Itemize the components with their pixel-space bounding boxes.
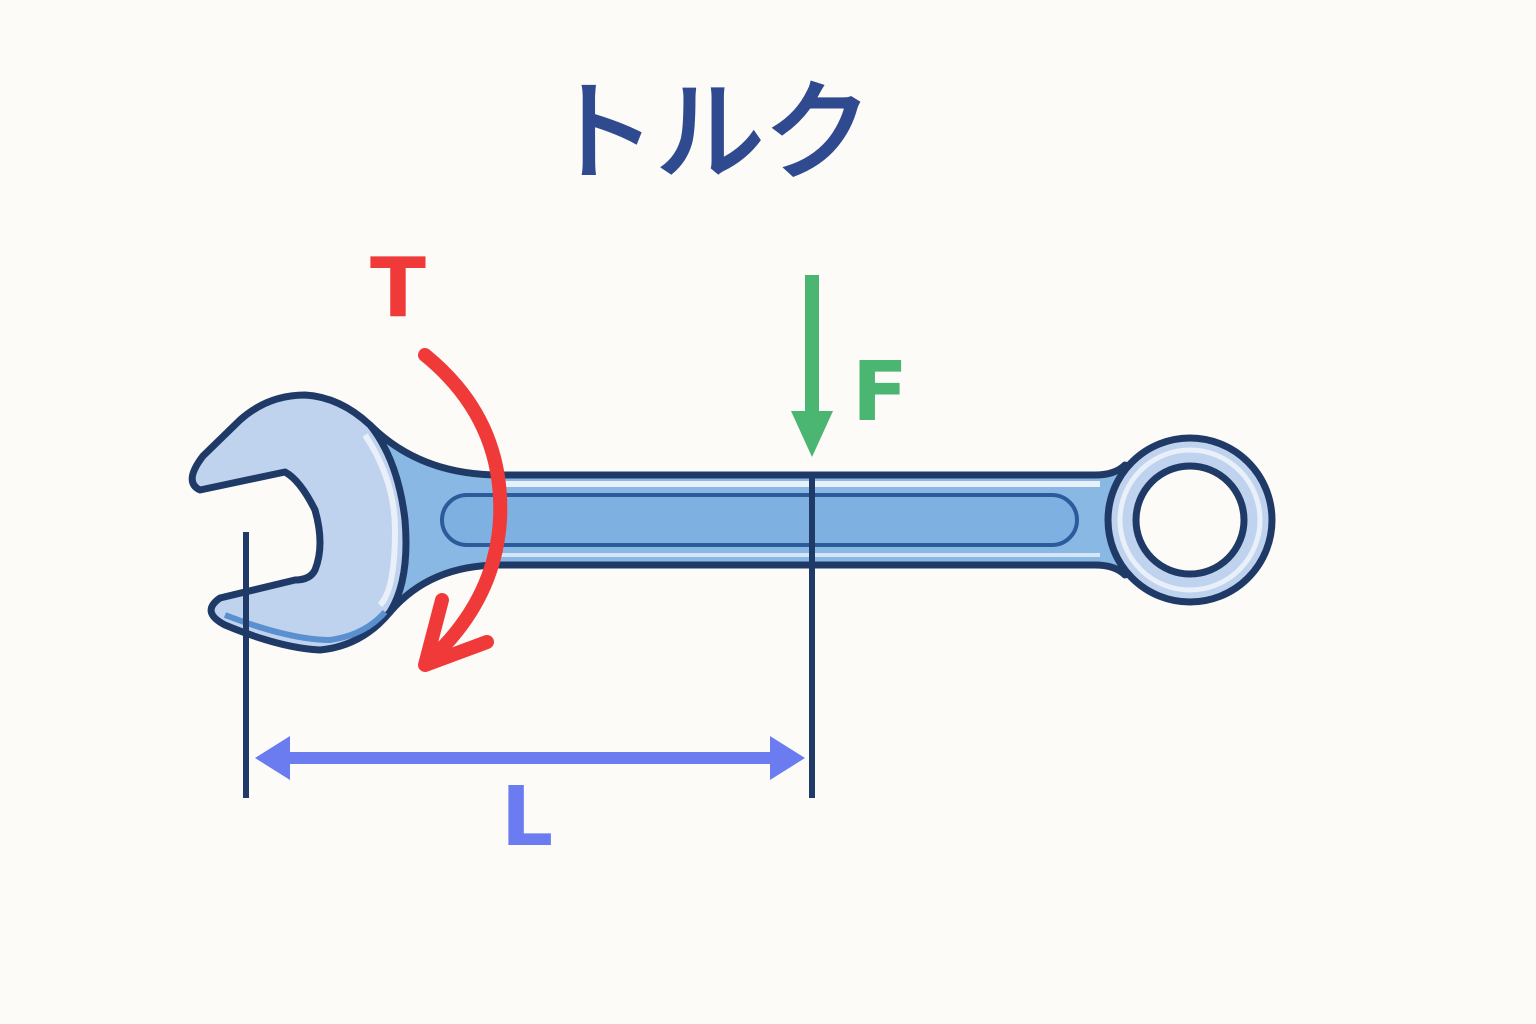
wrench [188,391,1276,654]
force-arrow [791,275,833,457]
shaft-groove [440,493,1079,547]
length-label: L [501,770,553,865]
length-dimension-arrow [255,736,805,780]
wrench-ring-hole [1132,462,1248,578]
wrench-open-end [188,391,410,654]
title: トルク [548,71,872,196]
force-label: F [852,345,908,440]
torque-label: T [370,241,426,336]
torque-arrow [418,348,508,672]
